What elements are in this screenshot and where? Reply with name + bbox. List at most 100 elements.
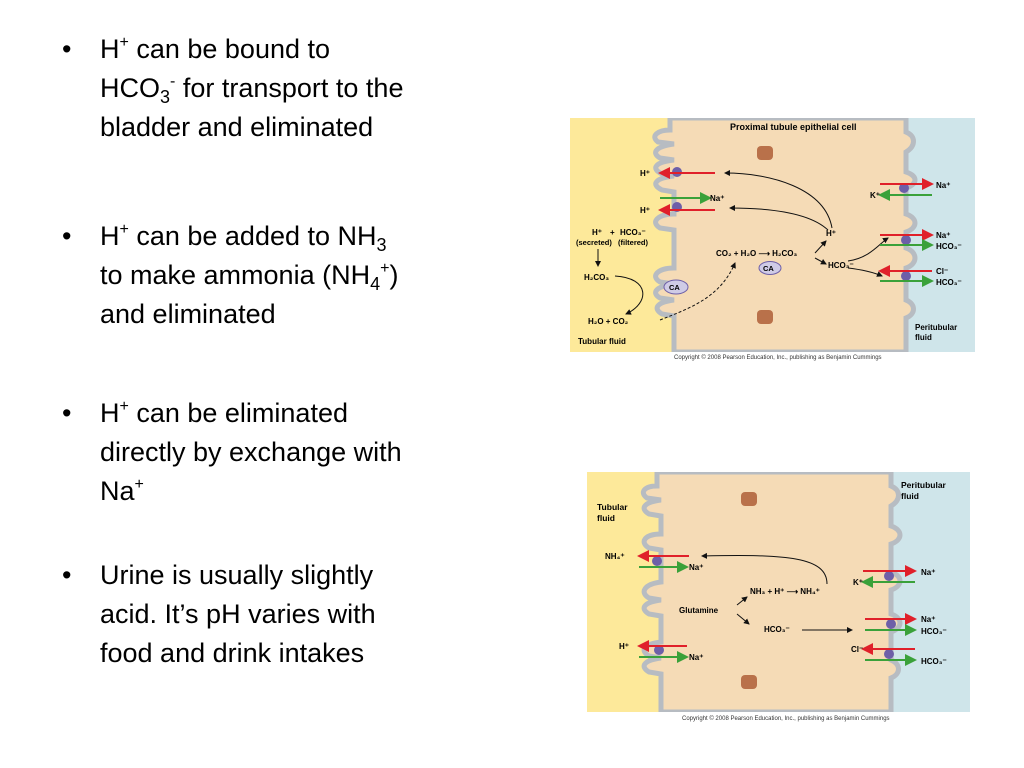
arrow (736, 613, 750, 625)
bullet-line: directly by exchange with (100, 433, 402, 472)
hco3-label: HCO₃⁻ (936, 242, 962, 251)
bullet-text: ) (389, 260, 399, 290)
arrow (724, 170, 833, 229)
na-plus-label: Na⁺ (921, 568, 935, 577)
bullet-text: + (119, 221, 129, 238)
bullet-text: to make ammonia (NH (100, 260, 371, 290)
tubular-fluid-label: Tubular (597, 502, 628, 512)
symporter-icon (886, 619, 896, 629)
bullet-line: to make ammonia (NH4+) (100, 256, 398, 295)
filtered-hco3-label: HCO₃⁻ (620, 228, 646, 237)
secreted-label: (secreted) (576, 238, 612, 247)
k-plus-label: K⁺ (853, 578, 863, 587)
k-plus-label: K⁺ (870, 191, 880, 200)
bullet-text: for transport to the (175, 73, 404, 103)
h2o-co2-label: H₂O + CO₂ (588, 317, 629, 326)
tight-junction-top (757, 146, 773, 160)
bullet-text: H (100, 398, 120, 428)
arrow (814, 257, 827, 265)
tubular-fluid-label: Tubular fluid (578, 337, 626, 346)
bullet-text: directly by exchange with (100, 437, 402, 467)
bullet-text: can be added to NH (128, 221, 377, 251)
bullet-line: food and drink intakes (100, 634, 376, 673)
na-plus-label: Na⁺ (689, 563, 703, 572)
bullet-text: food and drink intakes (100, 638, 365, 668)
carbonic-anhydrase-lumen (663, 279, 689, 295)
bullet-line: acid. It’s pH varies with (100, 595, 376, 634)
bullet-text: Na (100, 476, 135, 506)
tight-junction-bottom (741, 675, 757, 689)
na-plus-label: Na⁺ (936, 181, 950, 190)
h-plus-label: H⁺ (619, 642, 629, 651)
bullet-text: 4 (370, 274, 381, 294)
cell-h-label: H⁺ (826, 229, 836, 238)
na-plus-label: Na⁺ (689, 653, 703, 662)
h-plus-label: H⁺ (640, 206, 650, 215)
ca-label: CA (669, 283, 680, 292)
tight-junction-top (741, 492, 757, 506)
bullet-dot: • (62, 398, 72, 428)
bullet-text: HCO (100, 73, 160, 103)
antiporter-icon (654, 645, 664, 655)
bullet-text: bladder and eliminated (100, 112, 374, 142)
na-k-pump-icon (884, 571, 894, 581)
symporter-icon (901, 235, 911, 245)
bullet-line: Urine is usually slightly (100, 556, 376, 595)
bullet-dot: • (62, 34, 72, 64)
ca-label: CA (763, 264, 774, 273)
arrow (847, 237, 889, 262)
bullet-text: 3 (160, 87, 171, 107)
arrow (614, 275, 644, 315)
nh4-label: NH₄⁺ (605, 552, 625, 561)
bullet-text: + (380, 260, 390, 277)
exchanger-icon (884, 649, 894, 659)
peritubular-label: Peritubular (901, 480, 947, 490)
bullet-text: H (100, 221, 120, 251)
ammonia-reaction-label: NH₃ + H⁺ ⟶ NH₄⁺ (750, 587, 820, 596)
hco3-label: HCO₃⁻ (921, 657, 947, 666)
h-plus-label: H⁺ (640, 169, 650, 178)
bullet-text: + (119, 34, 129, 51)
bullet-item: • H+ can be eliminated directly by exchan… (62, 394, 402, 511)
cl-label: Cl⁻ (936, 267, 948, 276)
bullet-line: Na+ (100, 472, 402, 511)
bullet-text: + (134, 476, 144, 493)
peritubular-label: fluid (901, 491, 919, 501)
bullet-text: - (170, 73, 176, 90)
bullet-text: 3 (376, 235, 387, 255)
hco3-label: HCO₃⁻ (936, 278, 962, 287)
bullet-line: and eliminated (100, 295, 398, 334)
arrow (729, 205, 829, 231)
peritubular-label: Peritubular (915, 323, 957, 332)
proximal-tubule-diagram: Proximal tubule epithelial cell H⁺ Na⁺ H… (570, 118, 975, 352)
na-plus-label: Na⁺ (921, 615, 935, 624)
hco3-label: HCO₃⁻ (921, 627, 947, 636)
bullet-dot: • (62, 221, 72, 251)
hco3-label: HCO₃⁻ (764, 625, 790, 634)
cell-hco3-label: HCO₃⁻ (828, 261, 854, 270)
cl-label: Cl⁻ (851, 645, 863, 654)
filtered-label: (filtered) (618, 238, 649, 247)
arrow (814, 240, 827, 254)
tight-junction-bottom (757, 310, 773, 324)
secreted-h-label: H⁺ (592, 228, 602, 237)
cell-body (652, 118, 918, 352)
bullet-text: + (119, 398, 129, 415)
cell-label: Proximal tubule epithelial cell (730, 122, 857, 132)
peritubular-label: fluid (915, 333, 932, 342)
h2co3-label: H₂CO₃ (584, 273, 609, 282)
glutamine-label: Glutamine (679, 606, 719, 615)
co2-diffusion-arrow (659, 262, 736, 321)
bullet-line: H+ can be eliminated (100, 394, 402, 433)
bullet-line: HCO3- for transport to the (100, 69, 502, 108)
copyright-1: Copyright © 2008 Pearson Education, Inc.… (674, 355, 882, 361)
antiporter-icon (652, 556, 662, 566)
co2-reaction-label: CO₂ + H₂O ⟶ H₂CO₃ (716, 249, 797, 258)
bullet-line: H+ can be bound to (100, 30, 502, 69)
ammonium-diagram: Tubular fluid Peritubular fluid NH₄⁺ Na⁺… (587, 472, 970, 712)
plus-sign: + (610, 228, 615, 237)
tubular-fluid-label: fluid (597, 513, 615, 523)
